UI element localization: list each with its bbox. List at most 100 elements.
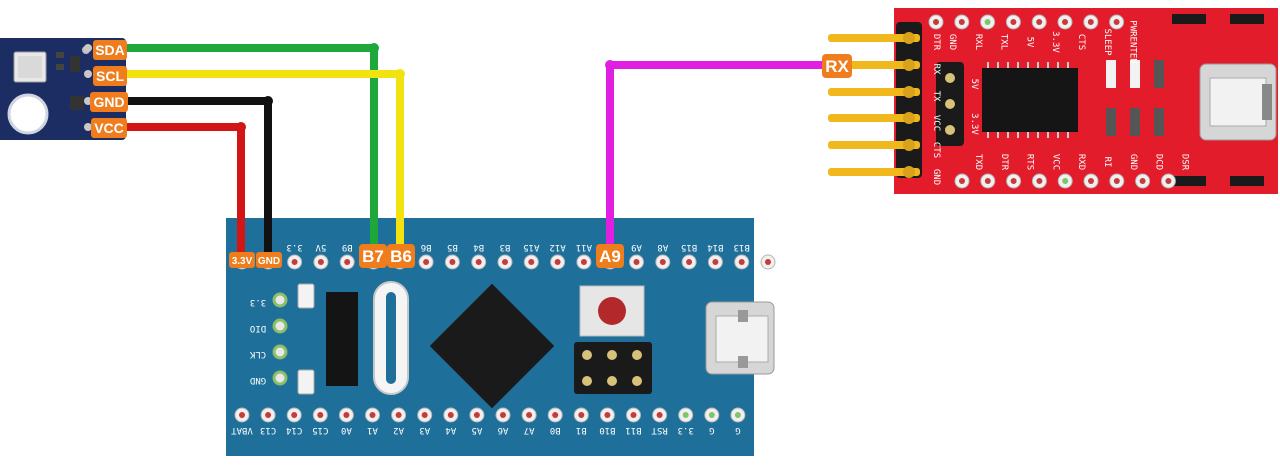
stm32-top-pad-center (633, 259, 640, 265)
ftdi-top-pad-center (1087, 19, 1094, 25)
stm32-top-pin-label: B15 (681, 242, 697, 252)
stm32-top-pad-center (423, 259, 430, 265)
smd-resistor (297, 369, 315, 395)
ftdi-header-pin-tip (903, 86, 915, 98)
ftdi-bottom-pin-label: TXD (973, 154, 983, 170)
voltage-regulator (326, 292, 358, 386)
wire-vcc (124, 123, 245, 258)
wire-joints (236, 43, 615, 132)
stm32-top-pin-label: A12 (549, 242, 565, 252)
ftdi-header-pins (828, 32, 920, 178)
stm32-bottom-pad-center (734, 412, 741, 418)
stm32-top-pad-center (765, 259, 771, 265)
stm32-bottom-pad-center (708, 412, 715, 418)
stm32-bottom-pad-center (369, 412, 376, 418)
boot-pin (632, 350, 642, 360)
ftdi-bottom-pin-label: GND (1128, 154, 1138, 170)
stm32-bottom-pad-center (473, 412, 480, 418)
stm32-bottom-pin-label: B0 (550, 425, 561, 435)
stm32-top-pin-label: A11 (576, 242, 592, 252)
stm32-top-pad-center (659, 259, 666, 265)
usb-tab (738, 310, 748, 322)
ftdi-top-pin-label: GND (947, 34, 957, 50)
ftdi-header-pin (828, 34, 920, 42)
wire-joint (605, 60, 615, 70)
label-vcc: VCC (91, 118, 127, 138)
ftdi-top-pin-label: TXL (999, 34, 1009, 50)
swd-pad (272, 318, 288, 334)
stm32-top-pad-center (449, 259, 456, 265)
ftdi-header-pin (828, 114, 920, 122)
swd-pad (272, 292, 288, 308)
ftdi-header-pin-label: RX (931, 64, 941, 75)
ftdi-bottom-pad-center (1036, 178, 1043, 184)
stm32-top-pin-label: B12 (760, 242, 776, 252)
swd-pad (272, 344, 288, 360)
stm32-bottom-pad-center (395, 412, 402, 418)
ftdi-top-pin-label: PWRENTEN (1128, 20, 1138, 63)
callout-labels: SDA SCL GND VCC 3.3V GND B7 B6 (90, 40, 852, 268)
ftdi-top-pad-center (984, 19, 991, 25)
label-a9: A9 (596, 244, 624, 268)
stm32-top-pad-center (502, 259, 508, 265)
stm32-bottom-pad-center (447, 412, 454, 418)
stm32-bottom-pin-label: A1 (367, 425, 378, 435)
stm32-top-pad-center (554, 259, 561, 265)
ftdi-bottom-pin-label: RXD (1076, 154, 1086, 170)
smd-component (56, 64, 64, 70)
sensor-pin-pad (84, 123, 92, 131)
sensor-chip-lid (18, 56, 42, 78)
stm32-top-pad-center (580, 259, 587, 265)
ftdi-header-pin (828, 141, 920, 149)
ftdi-header-pin-label: VCC (931, 115, 941, 131)
stm32-top-pin-label: B3 (500, 242, 511, 252)
wire-joint (395, 69, 405, 79)
ftdi-bottom-pad-center (1165, 178, 1172, 184)
swd-pin-label: CLK (249, 349, 266, 359)
smd-component (1130, 108, 1140, 136)
stm32-top-pin-label: B14 (707, 242, 723, 252)
boot-pin (607, 376, 617, 386)
boot-pin (607, 350, 617, 360)
label-b7: B7 (359, 244, 387, 268)
ftdi-header-pin-label: DTR (931, 34, 941, 51)
label-b7-text: B7 (362, 247, 384, 266)
ftdi-header-pin-tip (903, 139, 915, 151)
swd-pin-label: DIO (250, 323, 266, 333)
stm32-bottom-pad-center (578, 412, 585, 418)
ftdi-usb-connector (1199, 63, 1277, 141)
label-a9-text: A9 (599, 247, 621, 266)
swd-pin-label: GND (250, 375, 266, 385)
ftdi-bottom-pin-label: RTS (1025, 154, 1035, 170)
sensor-pin-pad (84, 44, 92, 52)
stm32-bottom-pad-center (656, 412, 663, 418)
ftdi-bottom-pin-label: DSR (1179, 154, 1189, 171)
label-3v3-text: 3.3V (232, 256, 253, 267)
stm32-bottom-pin-label: C15 (312, 425, 328, 435)
ftdi-top-pad-center (1010, 19, 1017, 25)
jumper-pin (945, 73, 955, 83)
smd-component (70, 96, 84, 110)
ftdi-top-pad-center (1062, 19, 1068, 25)
stm32-top-pin-label: A9 (631, 242, 642, 252)
usb-opening (715, 315, 769, 363)
stm32-bottom-pad-center (630, 412, 637, 418)
stm32-bottom-pad-center (552, 412, 559, 418)
label-sda-text: SDA (95, 42, 125, 58)
ftdi-top-pin-label: 3.3V (1050, 31, 1060, 53)
stm32-bottom-pin-label: B10 (599, 425, 615, 435)
stm32-top-pad-center (344, 259, 351, 265)
smd-component (1106, 60, 1116, 88)
stm32-bottom-pad-center (265, 412, 272, 418)
ftdi-header-pin-label: TX (931, 91, 941, 102)
ftdi-bottom-pin-label: DTR (999, 154, 1009, 171)
ftdi-top-pin-label: SLEEP (1102, 28, 1112, 56)
stm32-bottom-pad-center (682, 412, 689, 418)
label-3v3: 3.3V (229, 252, 255, 268)
stm32-bottom-pad-center (291, 412, 298, 418)
stm32-bottom-pad-center (343, 412, 350, 418)
label-gnd-text: GND (93, 94, 124, 110)
ftdi-top-pin-label: 5V (1024, 37, 1034, 48)
boot-pin (582, 350, 592, 360)
stm32-bottom-pin-label: C14 (286, 425, 302, 435)
